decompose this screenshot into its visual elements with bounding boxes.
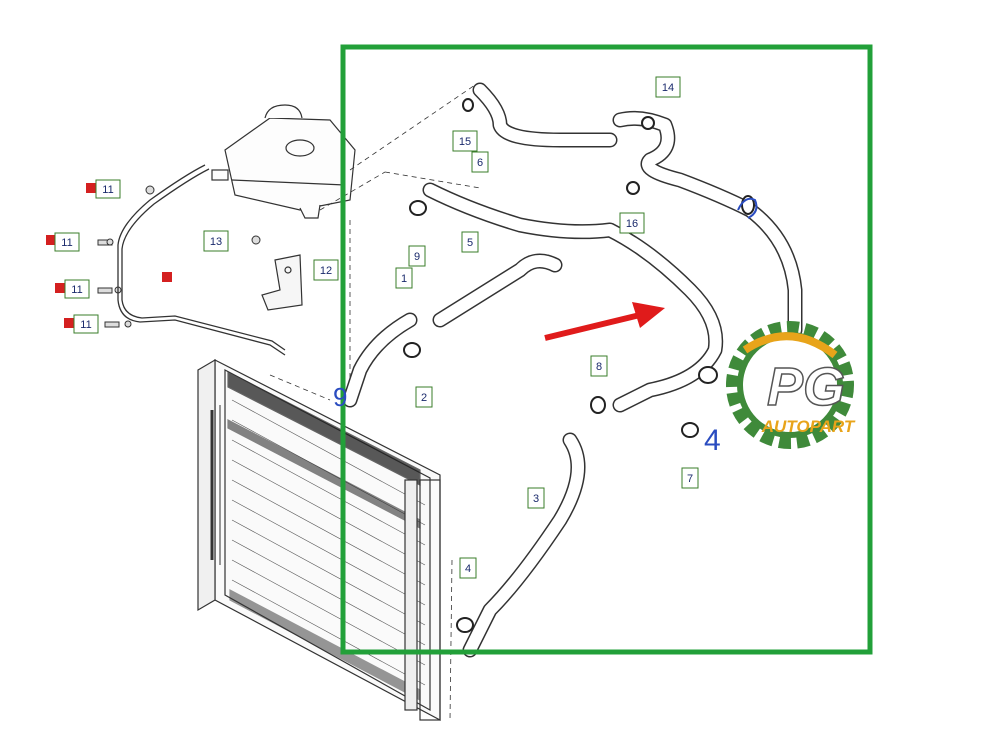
svg-text:9: 9 [414,251,420,263]
expansion-tank [211,104,356,219]
callout-9: 9 [408,245,426,267]
handwritten-nine: 9 [333,382,347,412]
callout-4: 4 [459,557,477,579]
mounting-bracket [261,254,303,311]
callout-11-c: 11 [64,279,90,299]
callout-13: 13 [203,230,229,252]
svg-text:6: 6 [477,157,483,169]
svg-text:11: 11 [80,319,91,331]
svg-text:4: 4 [465,563,471,575]
callout-2: 2 [415,386,433,408]
svg-text:11: 11 [71,284,82,296]
svg-text:12: 12 [320,265,332,277]
svg-text:14: 14 [662,82,674,94]
logo-name: AUTOPART [761,417,856,436]
handwritten-four: 4 [704,424,721,457]
handwritten-scribble [737,197,758,219]
logo-gear [726,321,854,449]
callout-15: 15 [452,130,478,152]
callout-7: 7 [681,467,699,489]
callout-6: 6 [471,151,489,173]
leader-lines [269,84,481,721]
svg-text:2: 2 [421,392,427,404]
callout-8: 8 [590,355,608,377]
svg-text:13: 13 [210,236,222,248]
coolant-hoses [342,82,803,658]
callout-11-d: 11 [73,314,99,334]
callout-12: 12 [313,259,339,281]
callout-11-a: 11 [95,179,121,199]
callout-labels: 1 2 3 4 5 6 7 8 9 11 11 11 11 12 13 14 1… [54,76,699,579]
red-markers [46,183,172,328]
pg-autopart-logo: PG AUTOPART [726,321,856,449]
callout-5: 5 [461,231,479,253]
callout-16: 16 [619,212,645,234]
callout-1: 1 [395,267,413,289]
red-arrow [544,302,665,341]
svg-text:15: 15 [459,136,471,148]
svg-text:5: 5 [467,237,473,249]
logo-letters: PG [767,357,845,417]
highlight-box [340,44,873,655]
handwritten-marks: 9 4 [333,197,758,457]
svg-text:1: 1 [401,273,407,285]
svg-text:3: 3 [533,493,539,505]
callout-11-b: 11 [54,232,80,252]
svg-text:16: 16 [626,218,638,230]
svg-text:7: 7 [687,473,693,485]
callout-3: 3 [527,487,545,509]
svg-text:11: 11 [102,184,113,196]
overflow-line [117,164,286,356]
svg-text:8: 8 [596,361,602,373]
callout-14: 14 [655,76,681,98]
svg-text:11: 11 [61,237,72,249]
radiator [197,358,441,721]
